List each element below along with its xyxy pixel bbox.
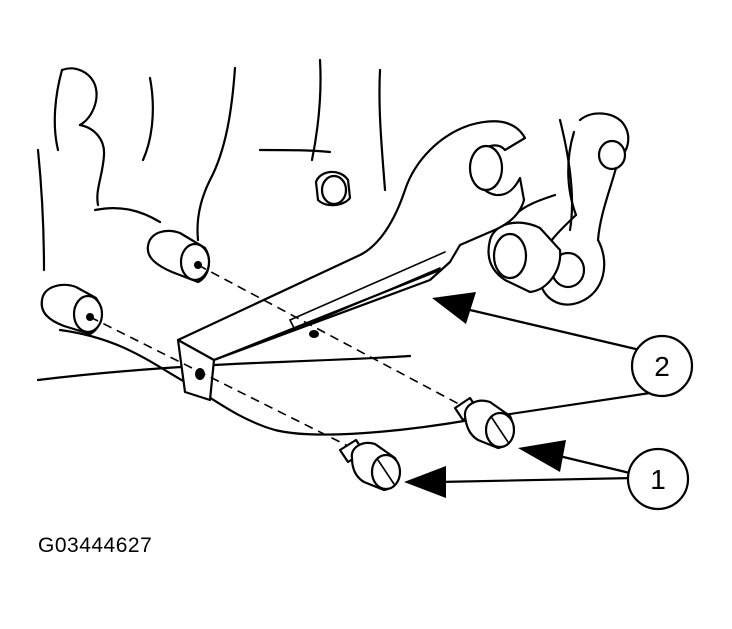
left-boss-lower [40,283,104,336]
upper-knob [314,170,352,207]
leader-arrowhead-1b [404,466,446,498]
callout-2: 2 [432,292,694,398]
leader-arrowhead-1a [518,440,566,472]
assembly-centerlines [89,264,471,453]
leader-arrowhead-2 [432,292,476,324]
figure-id-label: G03444627 [38,534,153,557]
left-boss-upper [146,229,211,284]
right-linkage [487,112,630,306]
bolt-lower [338,438,402,492]
bracket-part-2 [176,120,527,402]
engine-housing-outline [36,58,652,436]
leader-line-2 [468,308,642,352]
callout-1: 1 [404,440,690,511]
bolt-upper [453,396,516,450]
callout-label-2: 2 [654,351,670,382]
callout-label-1: 1 [650,464,666,495]
leader-line-1a [553,453,636,476]
leader-line-1b [436,476,636,484]
